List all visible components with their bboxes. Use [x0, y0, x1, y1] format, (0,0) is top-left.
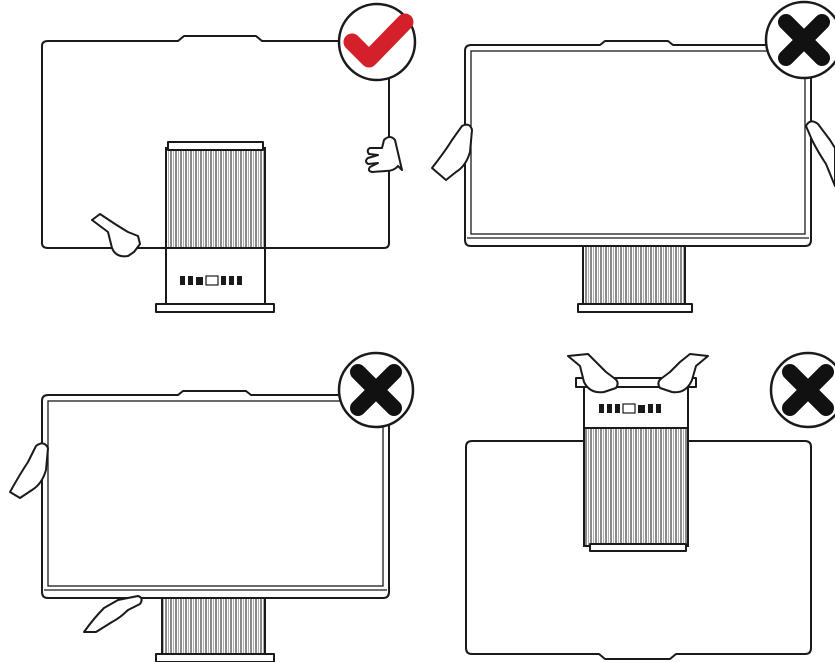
cross-icon: [778, 14, 830, 66]
stand-top-cap: [167, 141, 264, 151]
hand-right-icon: [657, 353, 709, 394]
monitor-front: [41, 390, 390, 599]
panel-incorrect-stand-hold: [465, 351, 835, 660]
hand-right-icon: [365, 136, 403, 173]
stand-base: [155, 653, 275, 662]
stand-base: [155, 303, 275, 313]
port-row: [180, 275, 242, 286]
hand-left-icon: [9, 442, 49, 499]
stand-column: [161, 597, 266, 662]
cross-badge: [337, 351, 415, 429]
cross-badge: [769, 351, 835, 429]
cross-icon: [350, 364, 402, 416]
cross-badge: [764, 0, 835, 80]
panel-incorrect-bottom-hold: [9, 351, 415, 662]
stand-top-cap: [589, 543, 687, 552]
hand-bottom-icon: [83, 595, 143, 633]
cross-icon: [782, 364, 834, 416]
stand-base: [577, 303, 693, 313]
stand-base: [575, 377, 697, 388]
hand-right-icon: [805, 120, 835, 187]
screen-panel: [47, 400, 384, 587]
hand-left-icon: [431, 123, 473, 181]
monitor-front: [464, 40, 812, 247]
panel-correct-rear-hold: [41, 2, 417, 313]
check-icon: [343, 13, 414, 68]
check-badge: [337, 2, 417, 82]
stand-column: [582, 245, 686, 305]
hand-left-icon: [567, 353, 619, 394]
hand-left-icon: [91, 213, 141, 258]
port-row: [599, 403, 661, 414]
panel-incorrect-side-hold: [431, 0, 835, 313]
